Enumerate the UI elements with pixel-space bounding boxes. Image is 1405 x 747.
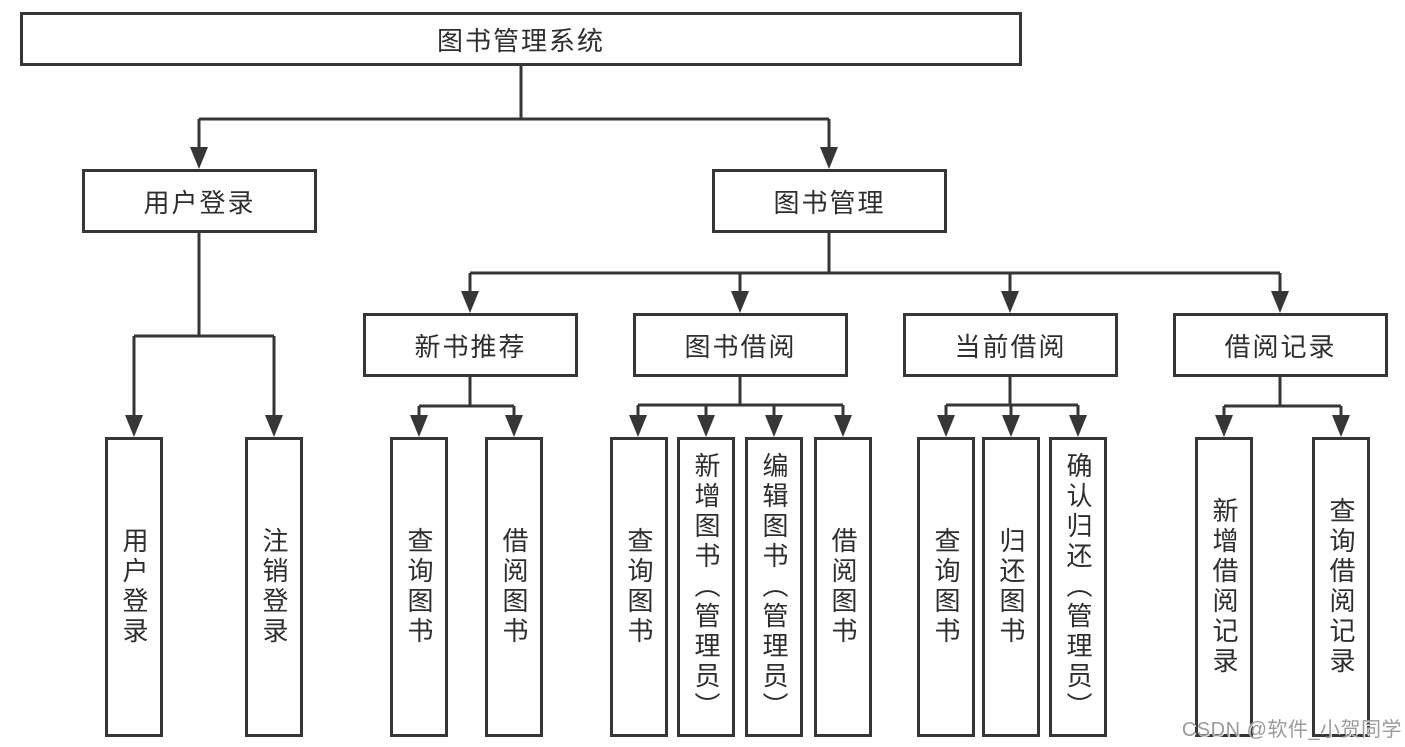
edge-userlogin-to-leaves <box>132 233 276 417</box>
node-user-login: 用户登录 <box>82 169 317 233</box>
arrow-down-icon <box>461 291 479 313</box>
leaf-add-books-admin: 新增图书（管理员） <box>677 437 735 737</box>
edge-records-to-leaves <box>1222 377 1343 417</box>
edge-bookmgmt-to-level3 <box>468 233 1282 293</box>
arrow-down-icon <box>834 415 852 437</box>
node-current-borrow: 当前借阅 <box>903 313 1118 377</box>
leaf-query-borrow-record: 查询借阅记录 <box>1312 437 1370 737</box>
node-new-book-recommend: 新书推荐 <box>363 313 578 377</box>
arrow-down-icon <box>410 415 428 437</box>
edge-root-to-level2 <box>197 66 831 149</box>
arrowheads <box>125 147 1350 437</box>
node-library-system: 图书管理系统 <box>20 12 1022 66</box>
arrow-down-icon <box>629 415 647 437</box>
arrow-down-icon <box>1001 291 1019 313</box>
csdn-watermark: CSDN @软件_小贺同学 <box>1181 719 1402 741</box>
arrow-down-icon <box>265 415 283 437</box>
arrow-down-icon <box>505 415 523 437</box>
edge-bookborrow-to-leaves <box>636 377 845 417</box>
leaf-confirm-return-admin: 确认归还（管理员） <box>1049 437 1107 737</box>
arrow-down-icon <box>1215 415 1233 437</box>
arrow-down-icon <box>937 415 955 437</box>
arrow-down-icon <box>1271 291 1289 313</box>
arrow-down-icon <box>1002 415 1020 437</box>
leaf-return-books: 归还图书 <box>982 437 1040 737</box>
edge-currentborrow-to-leaves <box>944 377 1080 417</box>
arrow-down-icon <box>190 147 208 169</box>
leaf-recommend-borrow-books: 借阅图书 <box>485 437 543 737</box>
leaf-borrow-query-books: 查询图书 <box>610 437 668 737</box>
arrow-down-icon <box>697 415 715 437</box>
arrow-down-icon <box>125 415 143 437</box>
node-book-management: 图书管理 <box>712 169 947 233</box>
arrow-down-icon <box>820 147 838 169</box>
arrow-down-icon <box>765 415 783 437</box>
leaf-recommend-query-books: 查询图书 <box>390 437 448 737</box>
arrow-down-icon <box>731 291 749 313</box>
leaf-current-query-books: 查询图书 <box>917 437 975 737</box>
leaf-edit-books-admin: 编辑图书（管理员） <box>745 437 803 737</box>
arrow-down-icon <box>1332 415 1350 437</box>
leaf-borrow-books: 借阅图书 <box>814 437 872 737</box>
leaf-user-login: 用户登录 <box>105 437 163 737</box>
node-borrow-records: 借阅记录 <box>1173 313 1388 377</box>
arrow-down-icon <box>1069 415 1087 437</box>
edge-recommend-to-leaves <box>417 377 516 417</box>
leaf-logout: 注销登录 <box>245 437 303 737</box>
leaf-add-borrow-record: 新增借阅记录 <box>1195 437 1253 737</box>
node-book-borrow: 图书借阅 <box>633 313 848 377</box>
